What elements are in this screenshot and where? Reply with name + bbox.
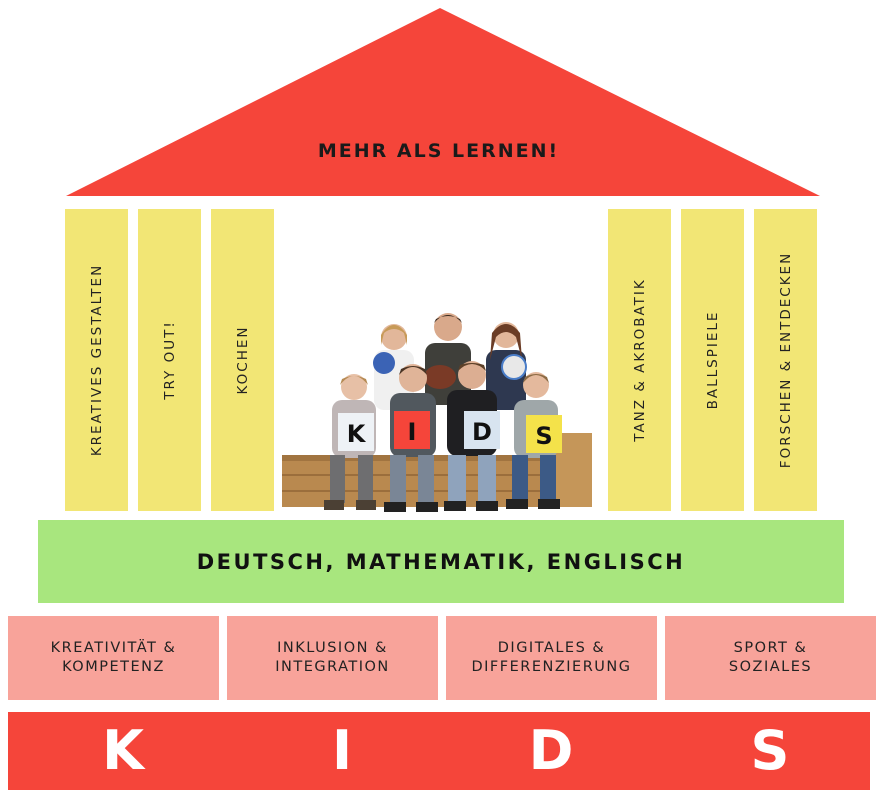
roof-title: MEHR ALS LERNEN! [317,140,560,162]
pillar-label: FORSCHEN & ENTDECKEN [777,251,794,469]
value-box-kreativitaet: KREATIVITÄT & KOMPETENZ [8,616,219,700]
base-letter-d: D [528,719,574,782]
pillar-forschen-entdecken: FORSCHEN & ENTDECKEN [754,209,817,511]
value-box-inklusion: INKLUSION & INTEGRATION [227,616,438,700]
sign-i-letter: I [408,418,417,446]
sign-d-letter: D [472,418,492,446]
base-letter-s: S [750,719,790,782]
pillar-label: TANZ & AKROBATIK [631,278,648,442]
pillar-try-out: TRY OUT! [138,209,201,511]
value-line1: SPORT & [733,640,808,656]
sign-s: S [526,415,562,453]
sign-i: I [394,411,430,449]
value-line2: KOMPETENZ [62,659,165,675]
value-line1: KREATIVITÄT & [50,640,177,656]
value-line2: SOZIALES [728,659,813,675]
sign-k-letter: K [347,420,367,448]
core-subjects-label: DEUTSCH, MATHEMATIK, ENGLISCH [196,549,686,574]
value-line1: DIGITALES & [497,640,606,656]
value-box-digitales: DIGITALES & DIFFERENZIERUNG [446,616,657,700]
roof [66,8,820,196]
core-subjects-bar: DEUTSCH, MATHEMATIK, ENGLISCH [38,520,844,603]
pillar-label: BALLSPIELE [704,310,721,410]
sign-d: D [464,411,500,449]
sign-k: K [338,413,374,451]
pillar-kreatives-gestalten: KREATIVES GESTALTEN [65,209,128,511]
roof-triangle [66,8,820,196]
base-letter-k: K [102,719,144,782]
value-box-sport: SPORT & SOZIALES [665,616,876,700]
pillar-tanz-akrobatik: TANZ & AKROBATIK [608,209,671,511]
value-line2: DIFFERENZIERUNG [471,659,632,675]
pillar-label: KREATIVES GESTALTEN [88,263,105,457]
sign-s-letter: S [535,422,552,450]
pillar-kochen: KOCHEN [211,209,274,511]
group-photo: K I D S [282,313,592,512]
pillar-ballspiele: BALLSPIELE [681,209,744,511]
pillar-label: TRY OUT! [161,320,178,400]
kid-back-middle [424,313,471,405]
base-letter-i: I [331,719,353,782]
kids-base-bar: K I D S [8,712,870,790]
pillar-label: KOCHEN [234,325,251,395]
value-line1: INKLUSION & [277,640,388,656]
kid-back-right [486,322,527,410]
value-line2: INTEGRATION [275,659,390,675]
